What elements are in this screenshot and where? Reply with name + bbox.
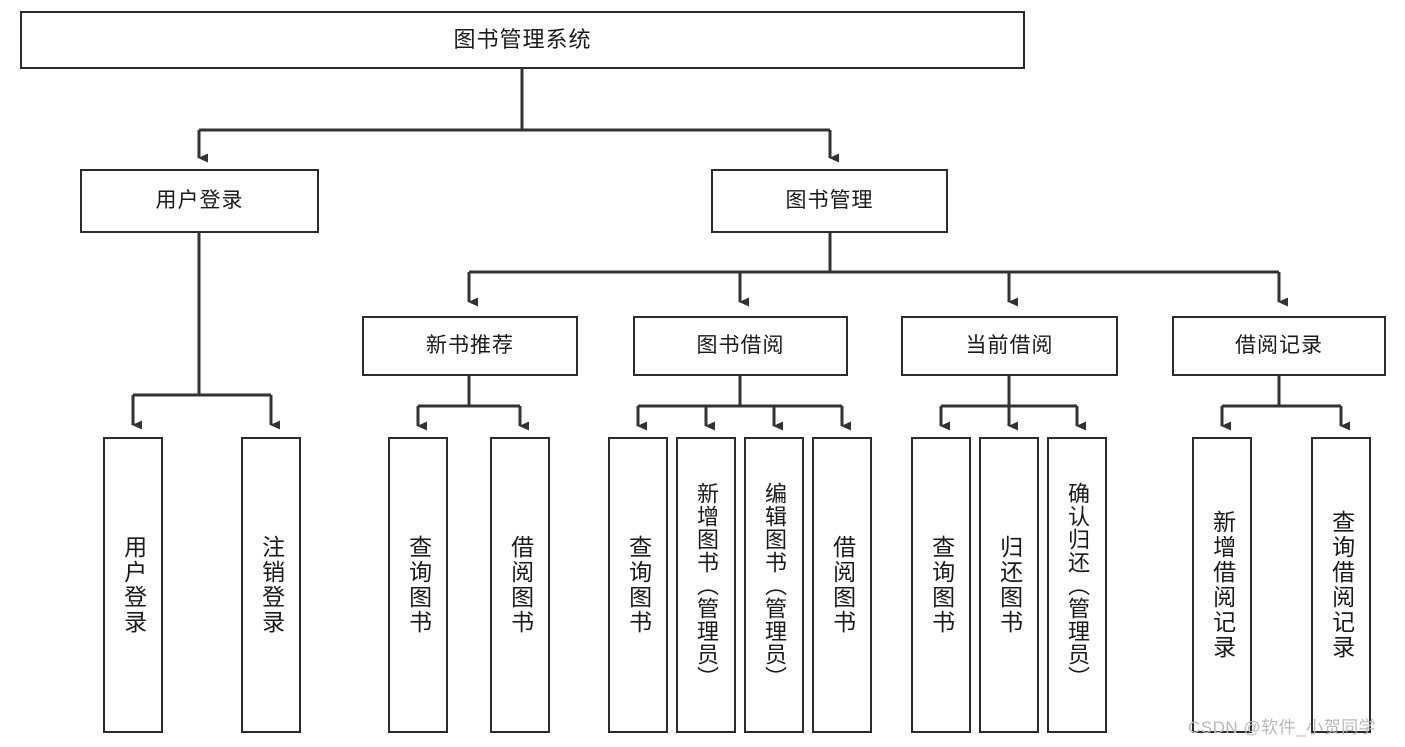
node-label: 新书推荐 <box>426 334 514 358</box>
csdn-watermark: CSDN @软件_小贺同学 <box>1188 718 1377 737</box>
leaf-add-book-admin[interactable]: 新增图书（管理员） <box>676 437 736 733</box>
node-label: 确认归还（管理员） <box>1064 481 1090 689</box>
node-book-borrow[interactable]: 图书借阅 <box>633 316 848 376</box>
node-label: 图书管理 <box>785 189 874 213</box>
node-borrow-records[interactable]: 借阅记录 <box>1172 316 1386 376</box>
leaf-borrow-books[interactable]: 借阅图书 <box>812 437 872 733</box>
node-label: 注销登录 <box>258 535 285 635</box>
leaf-add-borrow-record[interactable]: 新增借阅记录 <box>1192 437 1252 733</box>
node-label: 归还图书 <box>996 535 1023 635</box>
node-book-management[interactable]: 图书管理 <box>711 169 948 233</box>
node-label: 查询图书 <box>405 535 432 635</box>
node-label: 查询图书 <box>928 535 955 635</box>
node-label: 编辑图书（管理员） <box>761 481 787 689</box>
leaf-edit-book-admin[interactable]: 编辑图书（管理员） <box>744 437 804 733</box>
leaf-query-books-current[interactable]: 查询图书 <box>911 437 971 733</box>
leaf-query-borrow-record[interactable]: 查询借阅记录 <box>1311 437 1371 733</box>
node-root-system[interactable]: 图书管理系统 <box>20 11 1025 69</box>
node-current-borrow[interactable]: 当前借阅 <box>901 316 1118 376</box>
leaf-return-books[interactable]: 归还图书 <box>979 437 1039 733</box>
leaf-logout[interactable]: 注销登录 <box>241 437 301 733</box>
node-label: 新增借阅记录 <box>1209 510 1236 660</box>
node-label: 图书管理系统 <box>453 26 592 52</box>
leaf-borrow-books-recommendation[interactable]: 借阅图书 <box>490 437 550 733</box>
node-new-book-recommendation[interactable]: 新书推荐 <box>362 316 578 376</box>
node-label: 借阅图书 <box>829 535 856 635</box>
node-label: 借阅记录 <box>1235 334 1323 358</box>
leaf-confirm-return-admin[interactable]: 确认归还（管理员） <box>1047 437 1107 733</box>
leaf-query-books-recommendation[interactable]: 查询图书 <box>388 437 448 733</box>
node-user-login[interactable]: 用户登录 <box>80 169 319 233</box>
node-label: 查询图书 <box>625 535 652 635</box>
node-label: 借阅图书 <box>507 535 534 635</box>
node-label: 查询借阅记录 <box>1328 510 1355 660</box>
node-label: 当前借阅 <box>965 334 1054 358</box>
node-label: 新增图书（管理员） <box>693 481 719 689</box>
leaf-user-login[interactable]: 用户登录 <box>103 437 163 733</box>
node-label: 用户登录 <box>120 535 147 635</box>
node-label: 用户登录 <box>155 189 244 213</box>
leaf-query-books-borrow[interactable]: 查询图书 <box>608 437 668 733</box>
node-label: 图书借阅 <box>696 334 785 358</box>
